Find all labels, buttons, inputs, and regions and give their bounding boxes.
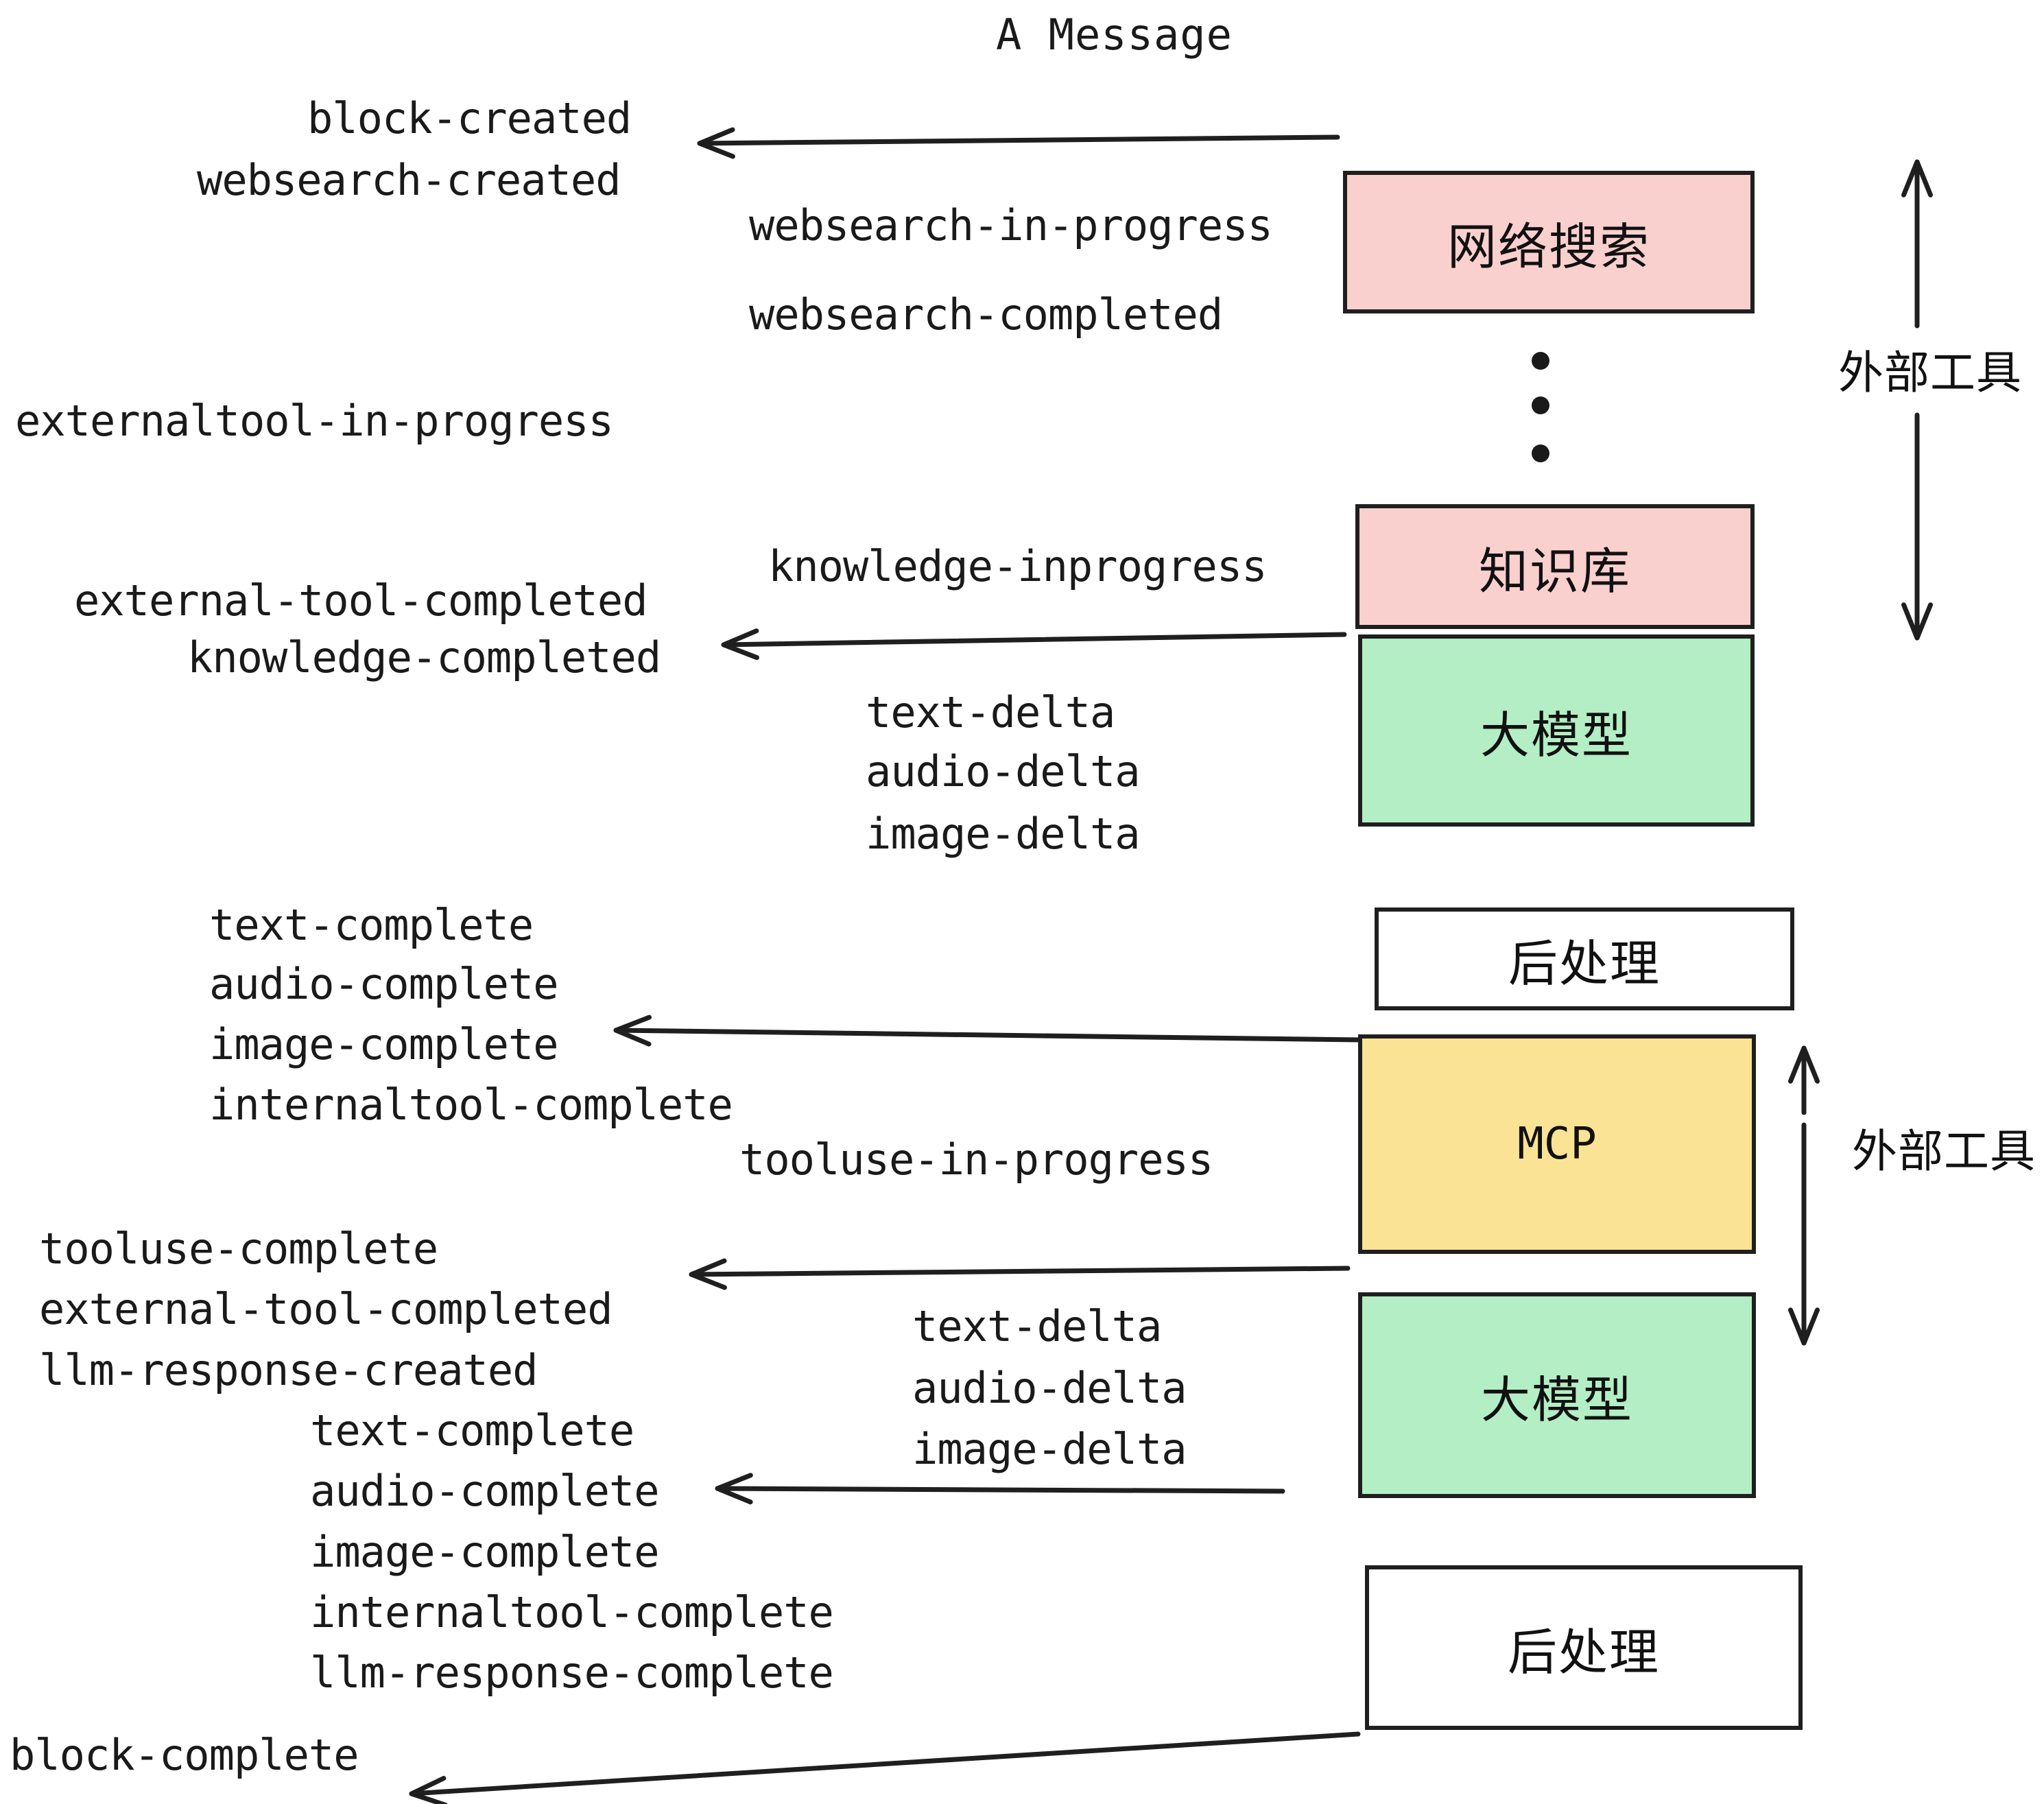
event-label-llm-response-complete: llm-response-complete (310, 1648, 834, 1698)
event-label-audio-delta-2: audio-delta (912, 1363, 1187, 1413)
arrow-knowledge-done (721, 628, 1347, 661)
arrow-tooluse-complete-head (689, 1258, 727, 1290)
event-label-websearch-in-progress: websearch-in-progress (749, 200, 1273, 250)
ext-tool-up-top (1901, 159, 1933, 329)
event-label-image-complete-2: image-complete (310, 1527, 660, 1577)
arrow-audio-complete-head (715, 1473, 753, 1505)
event-label-websearch-created: websearch-created (197, 155, 621, 205)
ext-tool-down-bottom (1788, 1122, 1820, 1346)
ext-tool-up-bottom-head (1788, 1045, 1820, 1084)
event-label-image-delta-2: image-delta (912, 1424, 1187, 1474)
arrow-block-complete-head (409, 1776, 448, 1804)
event-label-block-complete: block-complete (10, 1730, 359, 1780)
ext-tool-up-bottom (1788, 1045, 1820, 1115)
event-label-audio-complete-2: audio-complete (310, 1466, 660, 1516)
ext-tool-down-bottom-head (1788, 1307, 1820, 1346)
arrow-image-complete-head (613, 1014, 652, 1047)
node-llm2: 大模型 (1358, 1292, 1756, 1498)
event-label-llm-response-created: llm-response-created (39, 1345, 538, 1395)
ext-tool-down-top (1901, 412, 1933, 641)
ellipsis-dot (1532, 352, 1549, 370)
event-label-tooluse-complete: tooluse-complete (39, 1224, 438, 1274)
event-label-audio-complete-1: audio-complete (209, 959, 559, 1009)
event-label-image-complete-1: image-complete (209, 1019, 559, 1069)
event-label-knowledge-completed: knowledge-completed (187, 632, 661, 683)
event-label-audio-delta-1: audio-delta (866, 746, 1141, 796)
event-label-internaltool-complete-1: internaltool-complete (209, 1080, 733, 1130)
event-label-external-tool-completed-1: external-tool-completed (74, 575, 648, 626)
event-label-websearch-completed: websearch-completed (749, 289, 1223, 340)
arrow-tooluse-complete (689, 1258, 1351, 1290)
event-label-tooluse-in-progress: tooluse-in-progress (739, 1135, 1213, 1185)
node-knowledge: 知识库 (1355, 504, 1755, 629)
event-label-text-complete-1: text-complete (209, 900, 534, 950)
node-mcp: MCP (1358, 1034, 1756, 1254)
event-label-text-complete-2: text-complete (310, 1405, 634, 1456)
event-label-externaltool-in-progress: externaltool-in-progress (15, 396, 614, 446)
event-label-block-created: block-created (307, 93, 632, 143)
arrow-image-complete (613, 1014, 1364, 1047)
node-post1: 后处理 (1375, 907, 1794, 1010)
arrow-block-created-head (697, 127, 735, 159)
arrow-knowledge-done-head (721, 628, 759, 661)
node-llm1: 大模型 (1358, 634, 1755, 827)
side-label-ext-tool-top: 外部工具 (1838, 346, 2022, 399)
event-label-text-delta-1: text-delta (866, 687, 1115, 737)
side-label-ext-tool-bottom: 外部工具 (1852, 1125, 2036, 1178)
event-label-external-tool-completed-2: external-tool-completed (39, 1284, 613, 1334)
event-label-image-delta-1: image-delta (866, 809, 1141, 859)
ext-tool-up-top-head (1901, 159, 1933, 198)
ellipsis-dot (1532, 396, 1549, 414)
ellipsis-dot (1532, 444, 1549, 462)
ext-tool-down-top-head (1901, 602, 1933, 641)
arrow-block-created (697, 127, 1340, 159)
node-websearch: 网络搜索 (1343, 171, 1755, 313)
arrow-block-complete (409, 1731, 1361, 1804)
arrow-audio-complete (715, 1473, 1285, 1505)
event-label-internaltool-complete-2: internaltool-complete (310, 1587, 834, 1637)
page-title: A Message (996, 10, 1233, 60)
event-label-text-delta-2: text-delta (912, 1301, 1162, 1351)
node-post2: 后处理 (1365, 1565, 1803, 1730)
event-label-knowledge-inprogress: knowledge-inprogress (768, 541, 1268, 591)
